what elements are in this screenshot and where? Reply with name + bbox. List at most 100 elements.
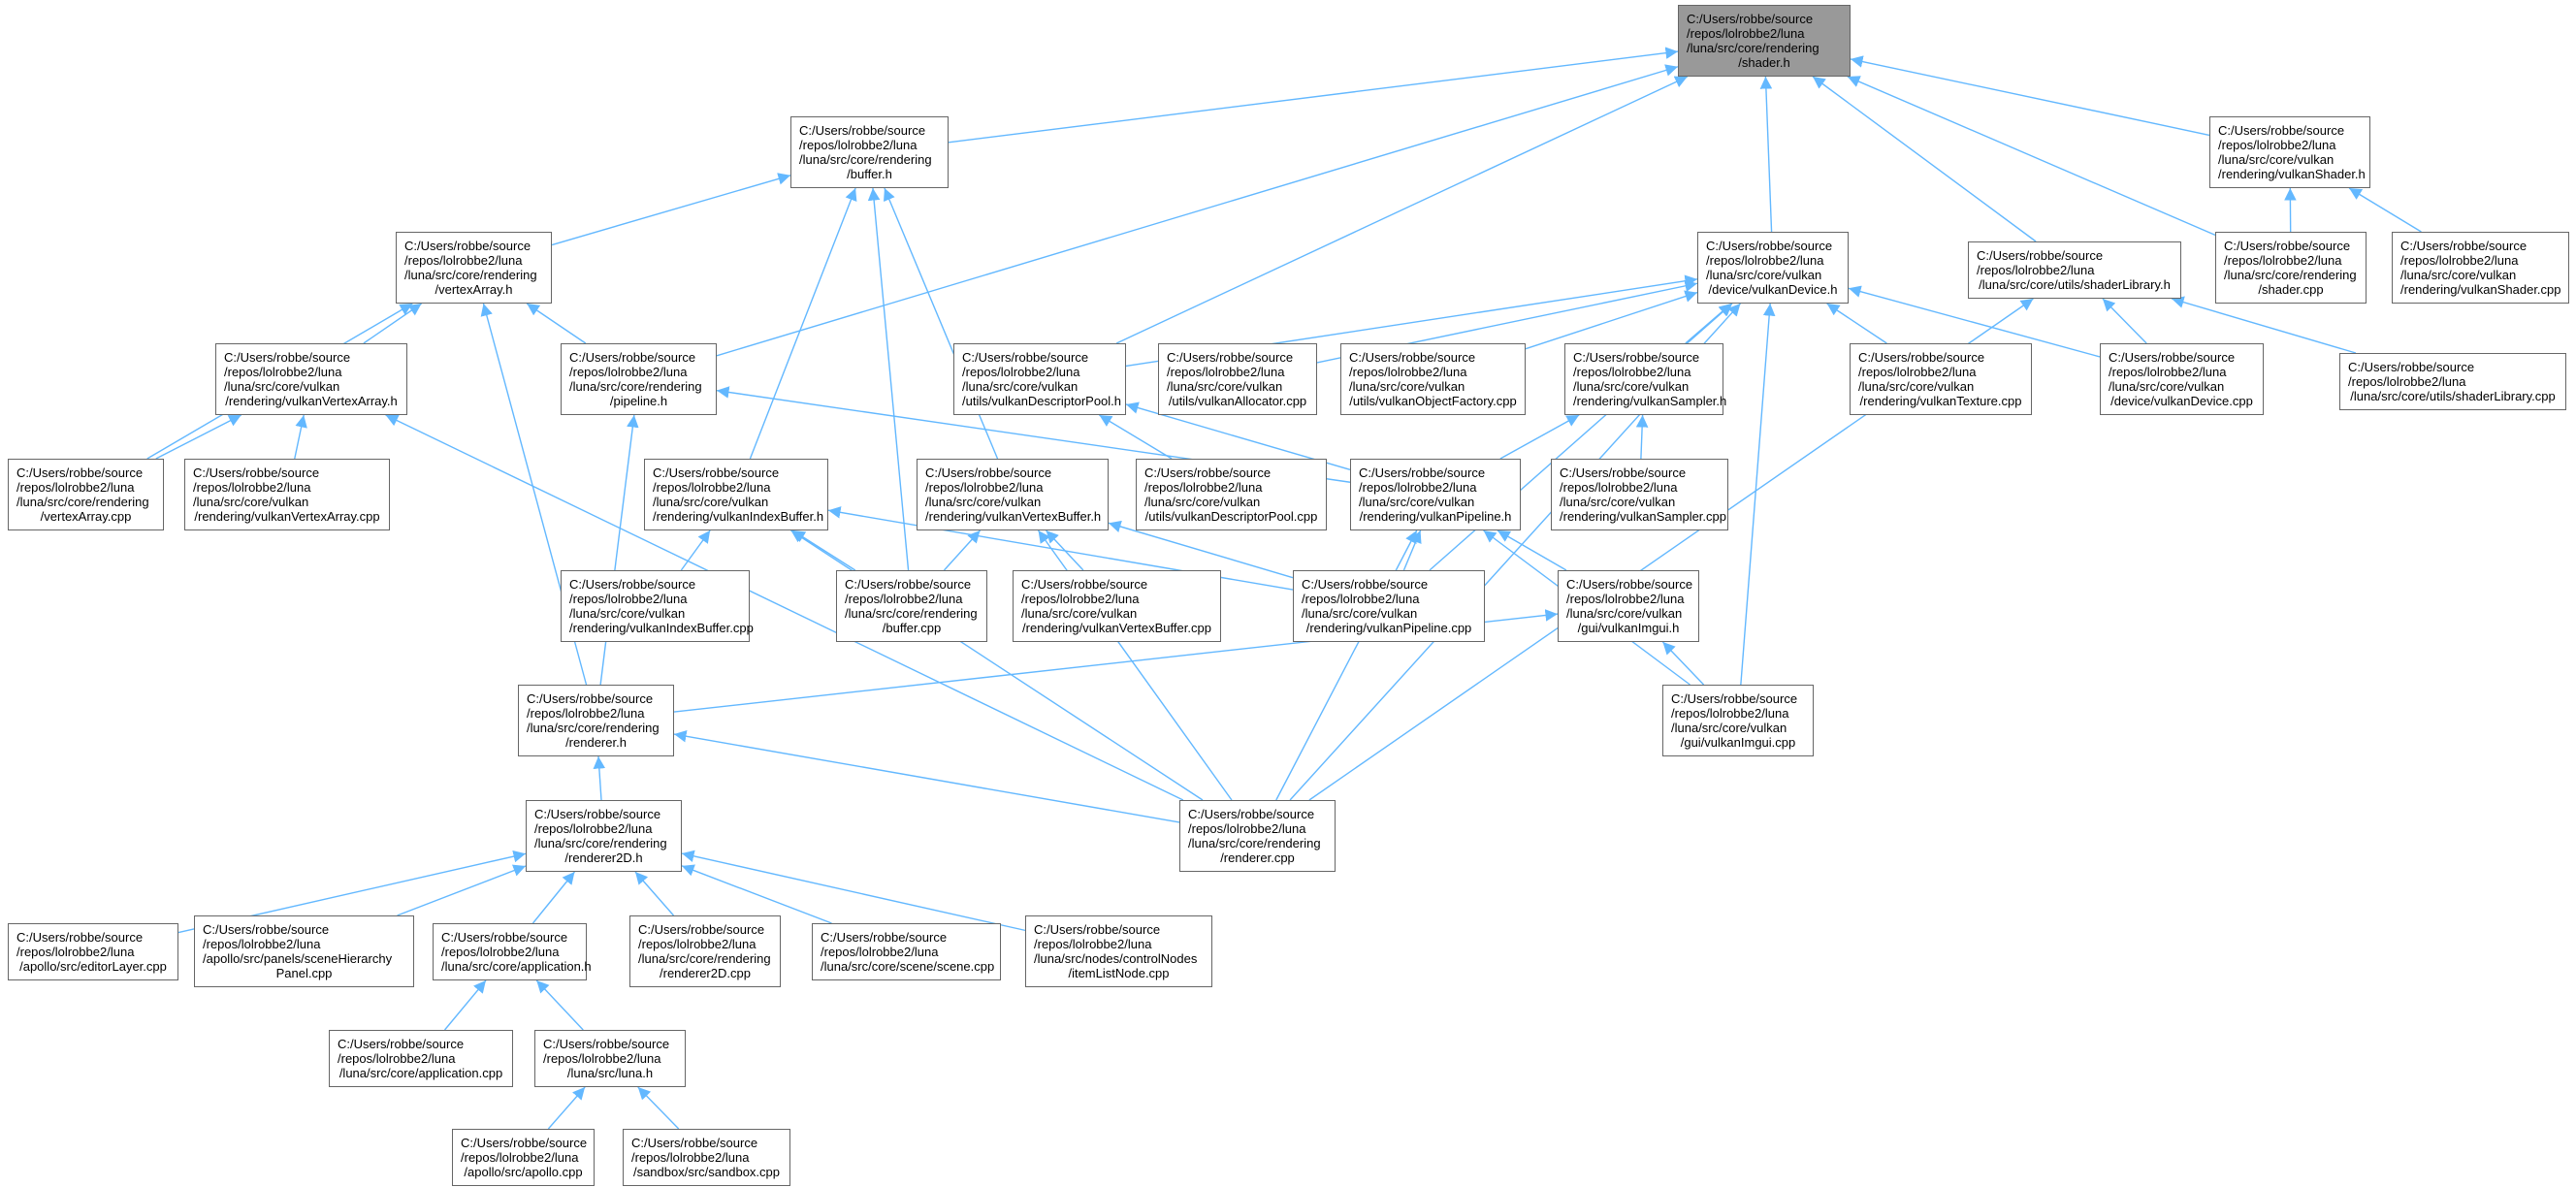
node-label-line: /repos/lolrobbe2/luna	[1302, 592, 1420, 606]
graph-node-vulkanShader-h[interactable]: C:/Users/robbe/source/repos/lolrobbe2/lu…	[2209, 116, 2370, 188]
node-label-line: C:/Users/robbe/source	[962, 350, 1089, 365]
graph-node-vulkanSampler-h[interactable]: C:/Users/robbe/source/repos/lolrobbe2/lu…	[1564, 343, 1726, 415]
edge-vulkanImgui-h-to-vulkanPipeline-h	[1497, 529, 1567, 571]
node-label-line: C:/Users/robbe/source	[1021, 577, 1148, 592]
node-label-line: C:/Users/robbe/source	[1167, 350, 1294, 365]
graph-node-itemListNode-cpp[interactable]: C:/Users/robbe/source/repos/lolrobbe2/lu…	[1025, 915, 1212, 987]
edge-buffer-cpp-to-vulkanIndexBuffer-h	[791, 529, 856, 571]
edge-buffer-h-to-shader-h	[948, 47, 1679, 144]
node-label-line: C:/Users/robbe/source	[1706, 239, 1833, 253]
graph-node-renderer2D-cpp[interactable]: C:/Users/robbe/source/repos/lolrobbe2/lu…	[629, 915, 781, 987]
graph-node-vulkanIndexBuffer-h[interactable]: C:/Users/robbe/source/repos/lolrobbe2/lu…	[644, 459, 828, 530]
edge-vulkanDevice-cpp-to-shaderLibrary-h	[2102, 298, 2147, 344]
node-label-line: C:/Users/robbe/source	[638, 922, 765, 937]
graph-node-sceneHierarchyPanel-cpp[interactable]: C:/Users/robbe/source/repos/lolrobbe2/lu…	[194, 915, 414, 987]
node-label-line: /pipeline.h	[609, 394, 668, 408]
edge-shaderLibrary-cpp-to-shaderLibrary-h	[2171, 296, 2357, 354]
node-label-line: Panel.cpp	[275, 966, 333, 980]
graph-node-vulkanVertexBuffer-h[interactable]: C:/Users/robbe/source/repos/lolrobbe2/lu…	[917, 459, 1109, 530]
node-label-line: /luna/src/core/vulkan	[1706, 268, 1822, 282]
graph-node-apollo-cpp[interactable]: C:/Users/robbe/source/repos/lolrobbe2/lu…	[452, 1129, 595, 1186]
graph-node-luna-h[interactable]: C:/Users/robbe/source/repos/lolrobbe2/lu…	[534, 1030, 686, 1087]
edge-vulkanShader-cpp-to-vulkanShader-h	[2348, 187, 2422, 233]
node-label-line: /repos/lolrobbe2/luna	[441, 945, 560, 959]
graph-node-vulkanShader-cpp[interactable]: C:/Users/robbe/source/repos/lolrobbe2/lu…	[2392, 232, 2569, 304]
node-label-line: C:/Users/robbe/source	[441, 930, 568, 945]
node-label-line: /apollo/src/panels/sceneHierarchy	[203, 951, 393, 966]
graph-node-vulkanDevice-cpp[interactable]: C:/Users/robbe/source/repos/lolrobbe2/lu…	[2100, 343, 2264, 415]
graph-node-application-cpp[interactable]: C:/Users/robbe/source/repos/lolrobbe2/lu…	[329, 1030, 513, 1087]
graph-node-vulkanDescriptorPool-cpp[interactable]: C:/Users/robbe/source/repos/lolrobbe2/lu…	[1136, 459, 1327, 530]
node-label-line: C:/Users/robbe/source	[1573, 350, 1700, 365]
node-label-line: /repos/lolrobbe2/luna	[1566, 592, 1685, 606]
node-label-line: C:/Users/robbe/source	[534, 807, 661, 821]
graph-node-editorLayer-cpp[interactable]: C:/Users/robbe/source/repos/lolrobbe2/lu…	[8, 923, 178, 980]
graph-node-vulkanVertexArray-h[interactable]: C:/Users/robbe/source/repos/lolrobbe2/lu…	[215, 343, 407, 415]
graph-node-pipeline-h[interactable]: C:/Users/robbe/source/repos/lolrobbe2/lu…	[561, 343, 717, 415]
node-label-line: /repos/lolrobbe2/luna	[845, 592, 963, 606]
node-label-line: C:/Users/robbe/source	[527, 691, 654, 706]
graph-node-vulkanPipeline-h[interactable]: C:/Users/robbe/source/repos/lolrobbe2/lu…	[1350, 459, 1521, 530]
graph-node-scene-cpp[interactable]: C:/Users/robbe/source/repos/lolrobbe2/lu…	[812, 923, 1001, 980]
node-label-line: /rendering/vulkanIndexBuffer.cpp	[569, 621, 754, 635]
edge-vulkanVertexBuffer-cpp-to-vulkanVertexBuffer-h	[1046, 529, 1084, 571]
graph-node-vulkanTexture-cpp[interactable]: C:/Users/robbe/source/repos/lolrobbe2/lu…	[1850, 343, 2032, 415]
edge-vulkanSampler-cpp-to-vulkanSampler-h	[1635, 414, 1649, 460]
edge-vulkanImgui-cpp-to-vulkanImgui-h	[1661, 641, 1705, 686]
node-label-line: /luna/src/core/vulkan	[1671, 721, 1787, 735]
node-label-line: C:/Users/robbe/source	[1858, 350, 1985, 365]
node-label-line: C:/Users/robbe/source	[1977, 248, 2104, 263]
node-label-line: /repos/lolrobbe2/luna	[193, 480, 311, 495]
graph-node-vertexArray-cpp[interactable]: C:/Users/robbe/source/repos/lolrobbe2/lu…	[8, 459, 164, 530]
graph-node-buffer-h[interactable]: C:/Users/robbe/source/repos/lolrobbe2/lu…	[790, 116, 949, 188]
edge-application-cpp-to-application-h	[444, 979, 487, 1031]
graph-node-vulkanObjectFactory-cpp[interactable]: C:/Users/robbe/source/repos/lolrobbe2/lu…	[1340, 343, 1526, 415]
node-label-line: /renderer.cpp	[1220, 850, 1295, 865]
node-label-line: C:/Users/robbe/source	[569, 577, 696, 592]
graph-node-renderer-cpp[interactable]: C:/Users/robbe/source/repos/lolrobbe2/lu…	[1179, 800, 1336, 872]
edge-vulkanDescriptorPool-h-to-shader-h	[1115, 76, 1689, 344]
graph-node-shaderLibrary-h[interactable]: C:/Users/robbe/source/repos/lolrobbe2/lu…	[1968, 241, 2181, 299]
node-label-line: /device/vulkanDevice.h	[1708, 282, 1838, 297]
graph-node-shader-h: C:/Users/robbe/source/repos/lolrobbe2/lu…	[1678, 5, 1851, 77]
edge-vulkanPipeline-cpp-to-vulkanVertexBuffer-h	[1108, 520, 1294, 579]
node-label-line: /repos/lolrobbe2/luna	[224, 365, 342, 379]
edge-vulkanImgui-cpp-to-vulkanDevice-h	[1740, 303, 1776, 686]
graph-node-vulkanDescriptorPool-h[interactable]: C:/Users/robbe/source/repos/lolrobbe2/lu…	[953, 343, 1126, 415]
graph-node-vulkanVertexBuffer-cpp[interactable]: C:/Users/robbe/source/repos/lolrobbe2/lu…	[1013, 570, 1221, 642]
graph-node-vulkanImgui-h[interactable]: C:/Users/robbe/source/repos/lolrobbe2/lu…	[1558, 570, 1699, 642]
graph-node-renderer2D-h[interactable]: C:/Users/robbe/source/repos/lolrobbe2/lu…	[526, 800, 682, 872]
edge-vertexArray-h-to-buffer-h	[551, 173, 791, 246]
node-label-line: /itemListNode.cpp	[1068, 966, 1170, 980]
node-label-line: C:/Users/robbe/source	[845, 577, 972, 592]
node-label-line: /luna/src/nodes/controlNodes	[1034, 951, 1198, 966]
graph-node-vulkanSampler-cpp[interactable]: C:/Users/robbe/source/repos/lolrobbe2/lu…	[1551, 459, 1728, 530]
node-label-line: /luna/src/core/rendering	[638, 951, 771, 966]
node-label-line: C:/Users/robbe/source	[2109, 350, 2236, 365]
edge-shaderLibrary-h-to-shader-h	[1812, 76, 2037, 242]
graph-node-renderer-h[interactable]: C:/Users/robbe/source/repos/lolrobbe2/lu…	[518, 685, 674, 756]
graph-node-vulkanImgui-cpp[interactable]: C:/Users/robbe/source/repos/lolrobbe2/lu…	[1662, 685, 1814, 756]
graph-node-sandbox-cpp[interactable]: C:/Users/robbe/source/repos/lolrobbe2/lu…	[623, 1129, 790, 1186]
graph-node-shaderLibrary-cpp[interactable]: C:/Users/robbe/source/repos/lolrobbe2/lu…	[2339, 353, 2566, 410]
node-label-line: /device/vulkanDevice.cpp	[2110, 394, 2253, 408]
node-label-line: /repos/lolrobbe2/luna	[799, 138, 918, 152]
edge-renderer2D-h-to-renderer-h	[593, 755, 606, 801]
graph-node-shader-cpp[interactable]: C:/Users/robbe/source/repos/lolrobbe2/lu…	[2215, 232, 2367, 304]
node-label-line: /repos/lolrobbe2/luna	[203, 937, 321, 951]
graph-node-vulkanDevice-h[interactable]: C:/Users/robbe/source/repos/lolrobbe2/lu…	[1697, 232, 1849, 304]
node-label-line: /luna/src/core/vulkan	[569, 606, 686, 621]
graph-node-vulkanPipeline-cpp[interactable]: C:/Users/robbe/source/repos/lolrobbe2/lu…	[1293, 570, 1485, 642]
edge-pipeline-h-to-shader-h	[716, 64, 1679, 357]
graph-node-application-h[interactable]: C:/Users/robbe/source/repos/lolrobbe2/lu…	[433, 923, 592, 980]
graph-node-buffer-cpp[interactable]: C:/Users/robbe/source/repos/lolrobbe2/lu…	[836, 570, 987, 642]
node-label-line: /rendering/vulkanShader.h	[2218, 167, 2366, 181]
node-label-line: /luna/src/core/rendering	[1687, 41, 1819, 55]
graph-node-vertexArray-h[interactable]: C:/Users/robbe/source/repos/lolrobbe2/lu…	[396, 232, 552, 304]
graph-node-vulkanVertexArray-cpp[interactable]: C:/Users/robbe/source/repos/lolrobbe2/lu…	[184, 459, 390, 530]
graph-node-vulkanIndexBuffer-cpp[interactable]: C:/Users/robbe/source/repos/lolrobbe2/lu…	[561, 570, 754, 642]
graph-node-vulkanAllocator-cpp[interactable]: C:/Users/robbe/source/repos/lolrobbe2/lu…	[1158, 343, 1317, 415]
node-label-line: /repos/lolrobbe2/luna	[569, 365, 688, 379]
node-label-line: C:/Users/robbe/source	[653, 465, 780, 480]
